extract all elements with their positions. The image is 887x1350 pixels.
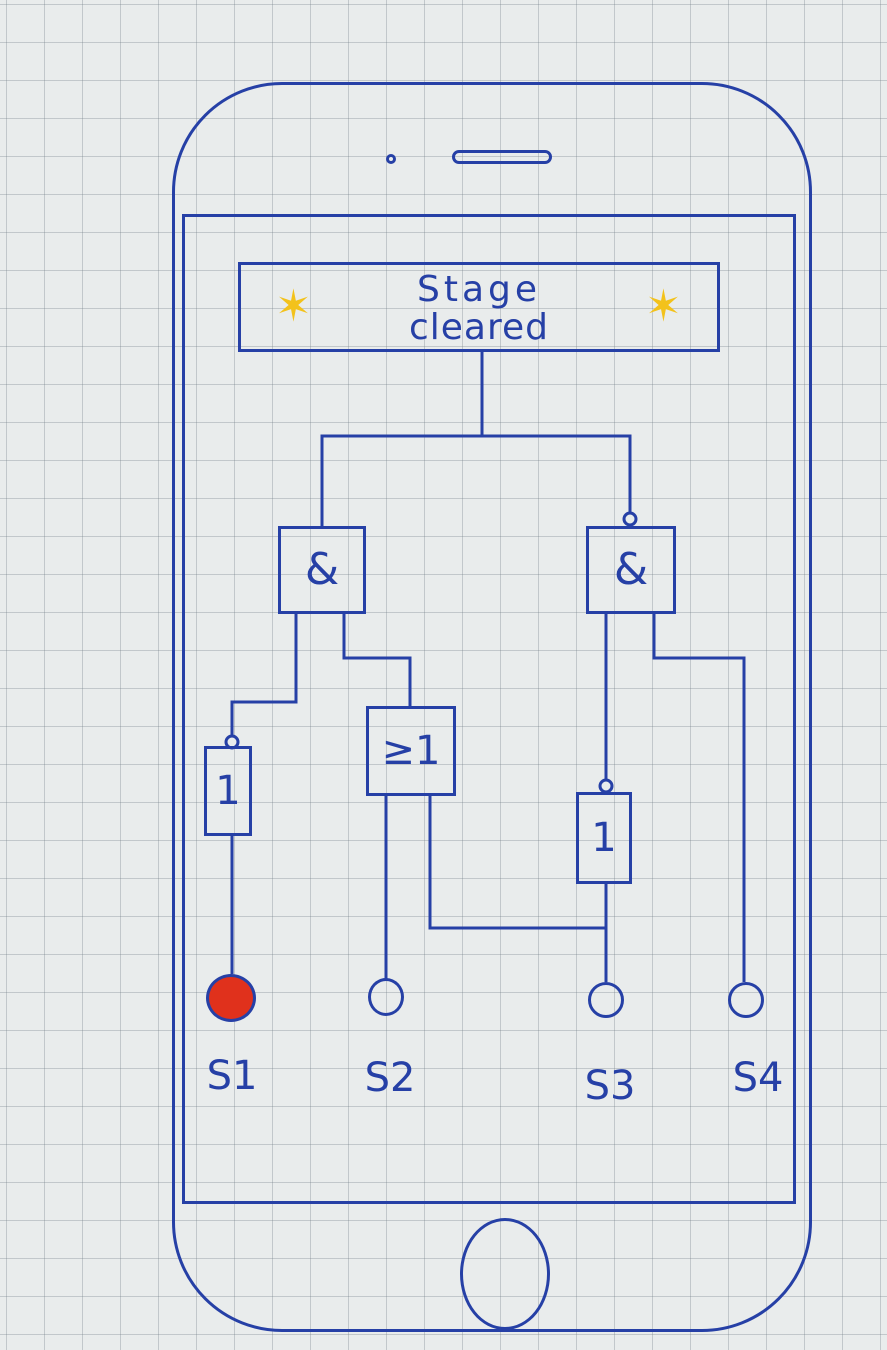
negation-bubble-not-s3 xyxy=(598,778,614,794)
home-button[interactable] xyxy=(460,1218,550,1330)
switch-label-s4: S4 xyxy=(732,1055,784,1101)
switch-s4[interactable] xyxy=(728,982,764,1018)
switch-label-s1: S1 xyxy=(206,1053,258,1099)
front-camera-icon xyxy=(386,154,396,164)
wire-split xyxy=(320,434,632,526)
not-gate-s1: 1 xyxy=(204,746,252,836)
star-icon: ✶ xyxy=(645,281,682,332)
switch-s3[interactable] xyxy=(588,982,624,1018)
switch-label-s3: S3 xyxy=(584,1063,636,1109)
banner-title-line-2: cleared xyxy=(408,307,549,348)
star-icon: ✶ xyxy=(275,281,312,332)
phone-frame xyxy=(172,82,812,1332)
switch-label-s2: S2 xyxy=(364,1055,416,1101)
negation-bubble-right-and xyxy=(622,511,638,527)
wire-and-right-in2 xyxy=(652,614,746,982)
or-gate: ≥1 xyxy=(366,706,456,796)
screen xyxy=(182,214,796,1204)
switch-s1[interactable] xyxy=(206,974,256,1022)
wire-and-left-in2 xyxy=(342,614,412,706)
banner-title-line-1: Stage xyxy=(416,269,542,310)
speaker-icon xyxy=(452,150,552,164)
and-gate-right: & xyxy=(586,526,676,614)
switch-s2[interactable] xyxy=(368,978,404,1016)
and-gate-left: & xyxy=(278,526,366,614)
wire-or-in2 xyxy=(428,796,606,930)
wire-and-left-in1 xyxy=(230,614,298,740)
stage-cleared-banner[interactable]: Stage cleared ✶ ✶ xyxy=(238,262,720,352)
not-gate-s3: 1 xyxy=(576,792,632,884)
